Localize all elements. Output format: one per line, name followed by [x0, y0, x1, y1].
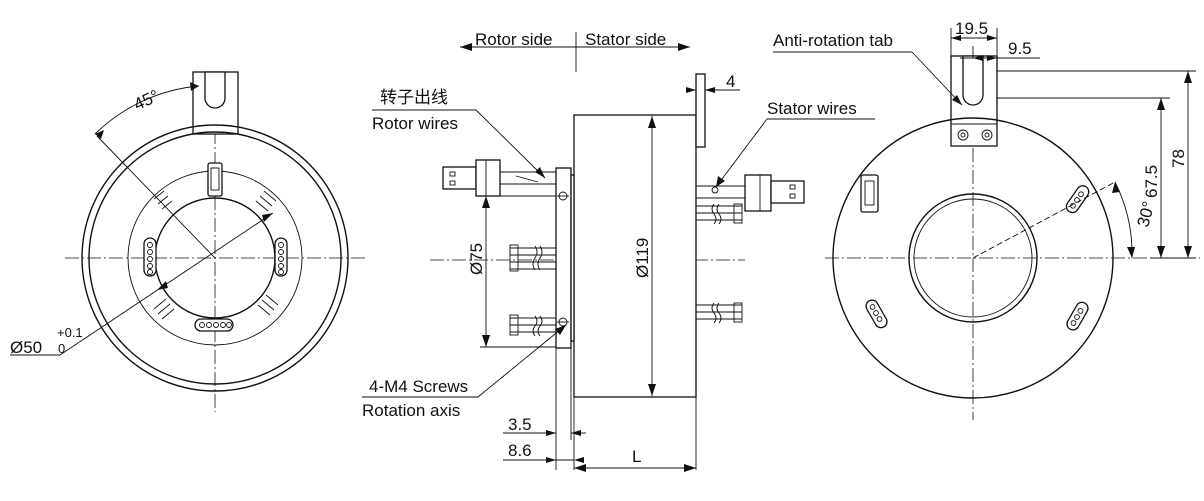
rotor-connector-face [207, 162, 223, 197]
rotor-usb-cable [442, 159, 556, 197]
angle-30-label: 30° [1134, 199, 1159, 229]
side-view: Rotor side Stator side 4 Ø119 Ø75 [362, 30, 875, 472]
bore-diameter-label: Ø50 [10, 338, 42, 357]
stator-pins-lower [696, 302, 743, 324]
outer-housing-left [81, 124, 349, 392]
stator-body [573, 114, 697, 398]
dim-8-6-label: 8.6 [508, 441, 532, 460]
stator-wires-label: Stator wires [767, 99, 857, 118]
dim-9-5-label: 9.5 [1008, 39, 1032, 58]
rotor-wires-cn-label: 转子出线 [380, 88, 448, 107]
dim-67-5-label: 67.5 [1142, 165, 1161, 198]
rotor-pins-upper [509, 244, 556, 272]
diameter-119-label: Ø119 [633, 238, 652, 278]
stator-side-label: Stator side [585, 30, 666, 49]
rotation-axis-label: Rotation axis [362, 401, 460, 420]
angle-45-label: 45° [131, 86, 162, 114]
tolerance-lower: 0 [58, 341, 65, 356]
tab-thickness-label: 4 [726, 72, 735, 91]
anti-rotation-tab-label: Anti-rotation tab [773, 31, 893, 50]
rotor-pins-lower [509, 314, 556, 337]
bore-right [908, 193, 1038, 323]
dim-19-5-label: 19.5 [955, 19, 988, 38]
rotor-wires-label: Rotor wires [372, 114, 458, 133]
stator-face-view: 30° 19.5 9.5 67.5 78 Anti-rotation tab [773, 19, 1200, 420]
diameter-75-label: Ø75 [467, 243, 486, 275]
rotor-face-view: 45° Ø50 +0.1 0 [10, 71, 368, 412]
rotor-side-label: Rotor side [475, 30, 552, 49]
dim-78-label: 78 [1169, 149, 1188, 168]
dim-L-label: L [632, 447, 641, 466]
rotor-flange [555, 167, 572, 349]
stator-usb-cable [696, 174, 805, 212]
side-tab [695, 73, 706, 148]
dim-3-5-label: 3.5 [508, 415, 532, 434]
outer-housing-right [832, 117, 1114, 399]
stator-pins-upper [696, 203, 743, 225]
tolerance-upper: +0.1 [57, 325, 83, 340]
screws-label: 4-M4 Screws [369, 377, 468, 396]
